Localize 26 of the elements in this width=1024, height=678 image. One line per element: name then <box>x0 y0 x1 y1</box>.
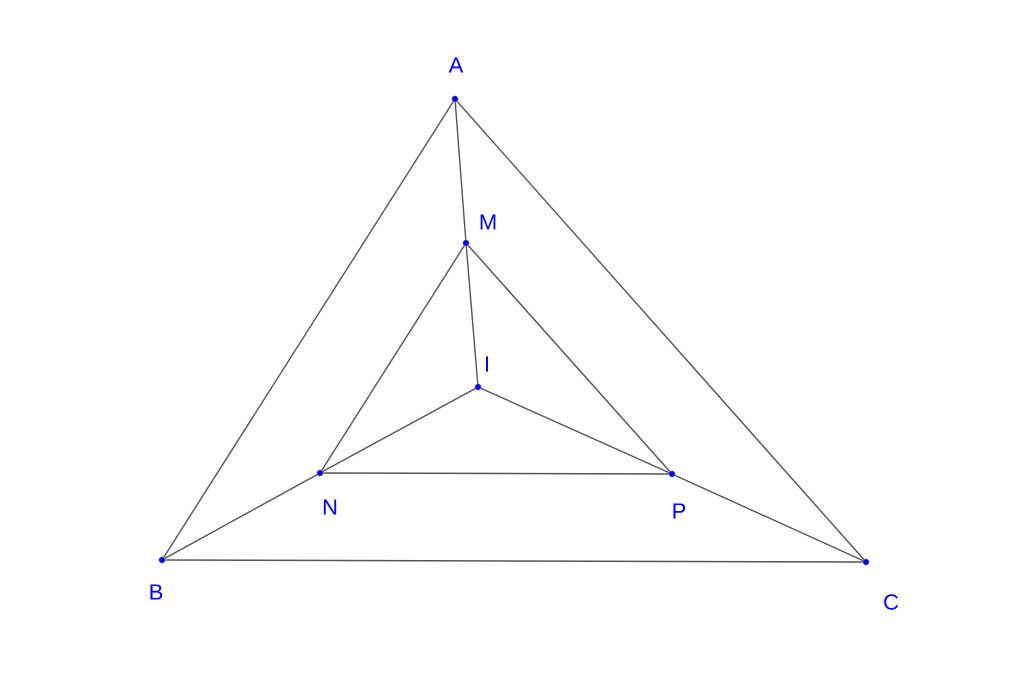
point-label: N <box>323 499 337 515</box>
segment <box>465 245 479 385</box>
segment <box>321 245 465 471</box>
point <box>158 556 166 564</box>
segment <box>467 244 671 473</box>
point <box>451 95 459 103</box>
point <box>862 558 870 566</box>
segment <box>454 101 467 241</box>
segment <box>163 101 454 558</box>
segment <box>164 559 864 563</box>
segment <box>164 473 318 560</box>
point-label: C <box>884 594 899 610</box>
segment <box>674 474 864 562</box>
segment <box>322 387 476 473</box>
point-label: M <box>480 214 496 230</box>
point-label: A <box>448 57 464 73</box>
point <box>474 383 482 391</box>
point-label: I <box>486 356 489 372</box>
point <box>316 469 324 477</box>
segment <box>480 387 670 474</box>
segment <box>322 472 670 475</box>
segment <box>456 100 865 561</box>
point-label: B <box>150 584 163 600</box>
point <box>668 470 676 478</box>
point <box>462 239 470 247</box>
point-label: P <box>673 503 686 519</box>
